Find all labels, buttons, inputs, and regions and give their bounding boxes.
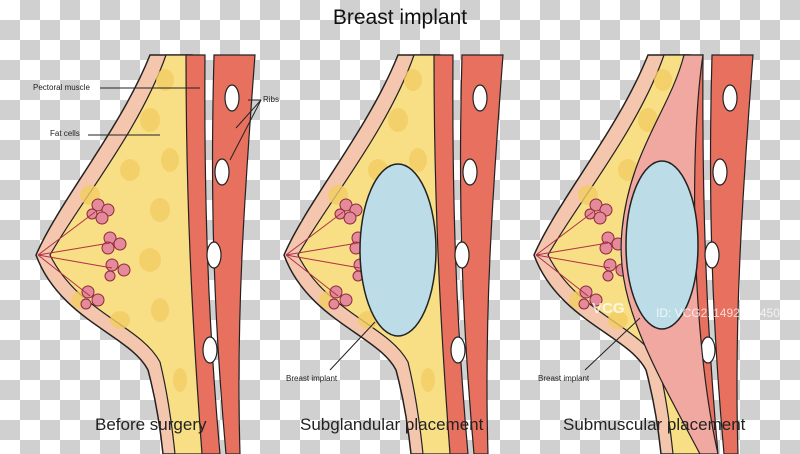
implant-subglandular — [359, 163, 437, 337]
caption-submuscular: Submuscular placement — [563, 415, 746, 434]
caption-subglandular: Subglandular placement — [300, 415, 484, 434]
label-fat-cells: Fat cells — [50, 129, 80, 138]
label-ribs: Ribs — [263, 95, 280, 104]
label-breast-implant-subglandular: Breast implant — [286, 374, 338, 383]
label-pectoral-muscle: Pectoral muscle — [33, 83, 90, 92]
panel-before-surgery — [35, 54, 256, 454]
leader-lines — [88, 87, 641, 371]
caption-before-surgery: Before surgery — [95, 415, 207, 434]
watermark-logo: VCG — [592, 300, 625, 317]
label-breast-implant-submuscular: Breast implant — [538, 374, 590, 383]
watermark-id: ID: VCG211492331450 — [656, 306, 780, 320]
implant-submuscular — [625, 160, 699, 330]
page-title: Breast implant — [332, 6, 468, 29]
